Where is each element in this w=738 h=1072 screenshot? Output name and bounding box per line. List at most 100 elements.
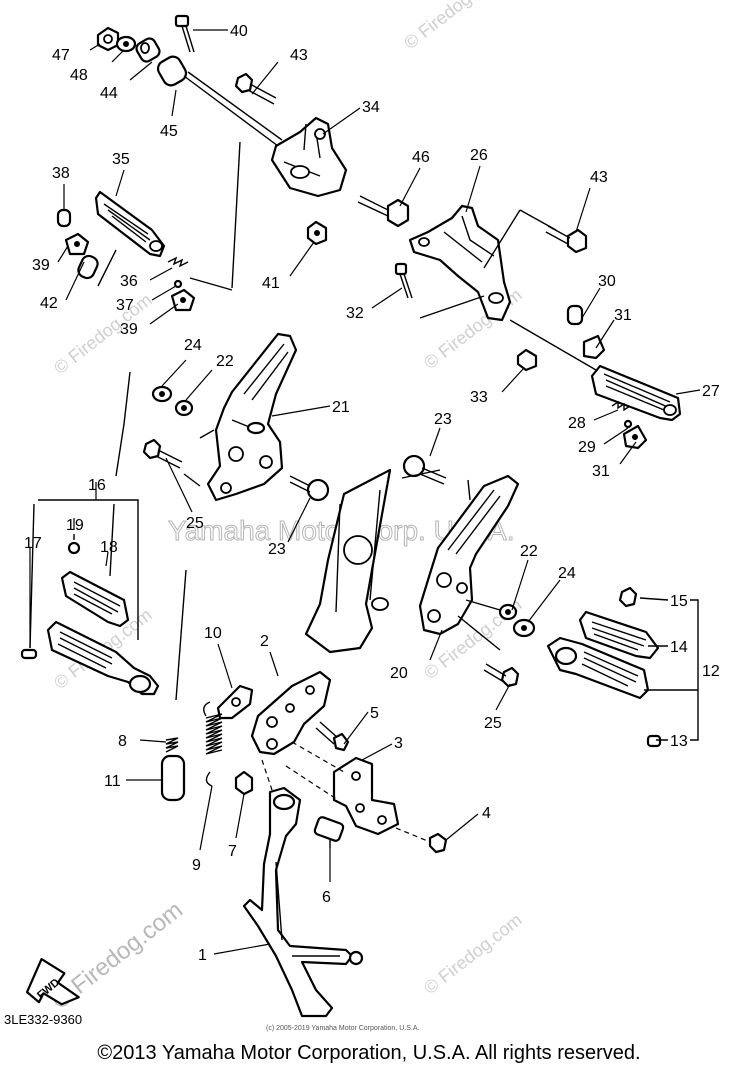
callout-40: 40 xyxy=(230,23,248,40)
forward-arrow-badge: FWD xyxy=(25,957,80,1006)
cover-42 xyxy=(77,254,99,280)
callout-23-left: 23 xyxy=(268,541,286,558)
bolt-5 xyxy=(315,721,350,752)
assembly-line xyxy=(401,469,501,651)
nut-33 xyxy=(516,348,538,372)
plate-31-lower xyxy=(622,424,648,450)
callout-35: 35 xyxy=(112,151,130,168)
callout-48: 48 xyxy=(70,67,88,84)
spring-28 xyxy=(611,400,631,412)
callout-21: 21 xyxy=(332,399,350,416)
washer-48 xyxy=(115,35,137,53)
spring-36 xyxy=(167,256,189,268)
callout-1: 1 xyxy=(198,947,207,964)
footrest-18 xyxy=(60,570,130,628)
bracket-20 xyxy=(418,474,520,636)
callout-31-upper: 31 xyxy=(614,307,632,324)
left-front-bracket-group xyxy=(115,332,330,502)
callout-41: 41 xyxy=(262,275,280,292)
right-front-footrest-set xyxy=(546,586,699,748)
drawing-code: 3LE332-9360 xyxy=(4,1012,82,1027)
assembly-line xyxy=(419,209,597,371)
bolt-46 xyxy=(357,195,410,228)
site-watermark: © Firedog.com xyxy=(50,290,156,379)
small-notice: (c) 2005-2019 Yamaha Motor Corporation, … xyxy=(266,1025,419,1032)
bolt-6 xyxy=(313,816,345,848)
footrest-14 xyxy=(578,610,660,660)
callout-43-top: 43 xyxy=(290,47,308,64)
collar-22-left xyxy=(174,399,194,417)
callout-20: 20 xyxy=(390,665,408,682)
rear-bracket-group xyxy=(96,14,410,246)
callout-37: 37 xyxy=(116,297,134,314)
callout-44: 44 xyxy=(100,85,118,102)
bolt-32 xyxy=(394,262,413,299)
callout-17: 17 xyxy=(24,535,42,552)
callout-26: 26 xyxy=(470,147,488,164)
bracket-26 xyxy=(408,204,512,322)
callout-12: 12 xyxy=(702,663,720,680)
bolt-23-left xyxy=(289,475,330,502)
callout-7: 7 xyxy=(228,843,237,860)
site-watermark: © Firedog.com xyxy=(420,910,526,999)
spring-9 xyxy=(203,701,223,787)
exploded-view-drawing: © Firedog.com © Firedog.com © Firedog.co… xyxy=(4,0,720,1032)
callout-24-left: 24 xyxy=(184,337,202,354)
callout-16: 16 xyxy=(88,477,106,494)
callout-6: 6 xyxy=(322,889,331,906)
site-watermark: © Firedog.com xyxy=(400,0,506,53)
callout-4: 4 xyxy=(482,805,491,822)
bolt-43-right xyxy=(545,225,588,254)
assembly-line xyxy=(97,249,117,287)
callout-18: 18 xyxy=(100,539,118,556)
callout-25-left: 25 xyxy=(186,515,204,532)
callout-39-lower: 39 xyxy=(120,321,138,338)
callout-numbers: 40 47 48 44 45 43 34 46 26 43 35 38 39 4… xyxy=(24,23,720,964)
right-rear-group xyxy=(394,204,682,450)
plate-10 xyxy=(216,684,254,720)
callout-23-right: 23 xyxy=(434,411,452,428)
callout-27: 27 xyxy=(702,383,720,400)
callout-13: 13 xyxy=(670,733,688,750)
spacer-45 xyxy=(156,55,188,87)
callout-32: 32 xyxy=(346,305,364,322)
bracket-34 xyxy=(270,116,348,198)
nut-47 xyxy=(96,26,120,52)
callout-29: 29 xyxy=(578,439,596,456)
collar-24-left xyxy=(151,385,173,403)
pin-19 xyxy=(67,534,81,555)
callout-42: 42 xyxy=(40,295,58,312)
sidestand-1 xyxy=(242,786,364,1018)
assembly-line xyxy=(29,499,187,701)
sidestand-group xyxy=(160,670,448,1018)
callout-46: 46 xyxy=(412,149,430,166)
cover-11 xyxy=(160,754,186,802)
bolt-15 xyxy=(618,586,638,608)
bolt-40 xyxy=(174,14,195,53)
pin-13 xyxy=(646,734,662,748)
callout-10: 10 xyxy=(204,625,222,642)
callout-43-right: 43 xyxy=(590,169,608,186)
left-front-footrest-set xyxy=(20,499,187,701)
bracket-21 xyxy=(206,332,298,502)
right-front-bracket-group xyxy=(401,454,536,688)
callout-14: 14 xyxy=(670,639,688,656)
callout-22-left: 22 xyxy=(216,353,234,370)
callout-38: 38 xyxy=(52,165,70,182)
callout-19: 19 xyxy=(66,517,84,534)
callout-30: 30 xyxy=(598,273,616,290)
bolt-23-right xyxy=(402,454,447,485)
callout-3: 3 xyxy=(394,735,403,752)
assembly-line xyxy=(189,141,241,291)
copyright-footer: ©2013 Yamaha Motor Corporation, U.S.A. A… xyxy=(97,1042,641,1064)
plate-39-upper xyxy=(64,232,90,256)
collar-22-right xyxy=(498,603,518,621)
footrest-35 xyxy=(94,190,166,258)
bolt-25-right xyxy=(483,663,520,688)
shaft-line xyxy=(187,71,283,141)
bracket-3 xyxy=(332,756,400,836)
nut-41 xyxy=(306,220,328,246)
callout-47: 47 xyxy=(52,47,70,64)
callout-25-right: 25 xyxy=(484,715,502,732)
callout-11: 11 xyxy=(104,773,121,790)
